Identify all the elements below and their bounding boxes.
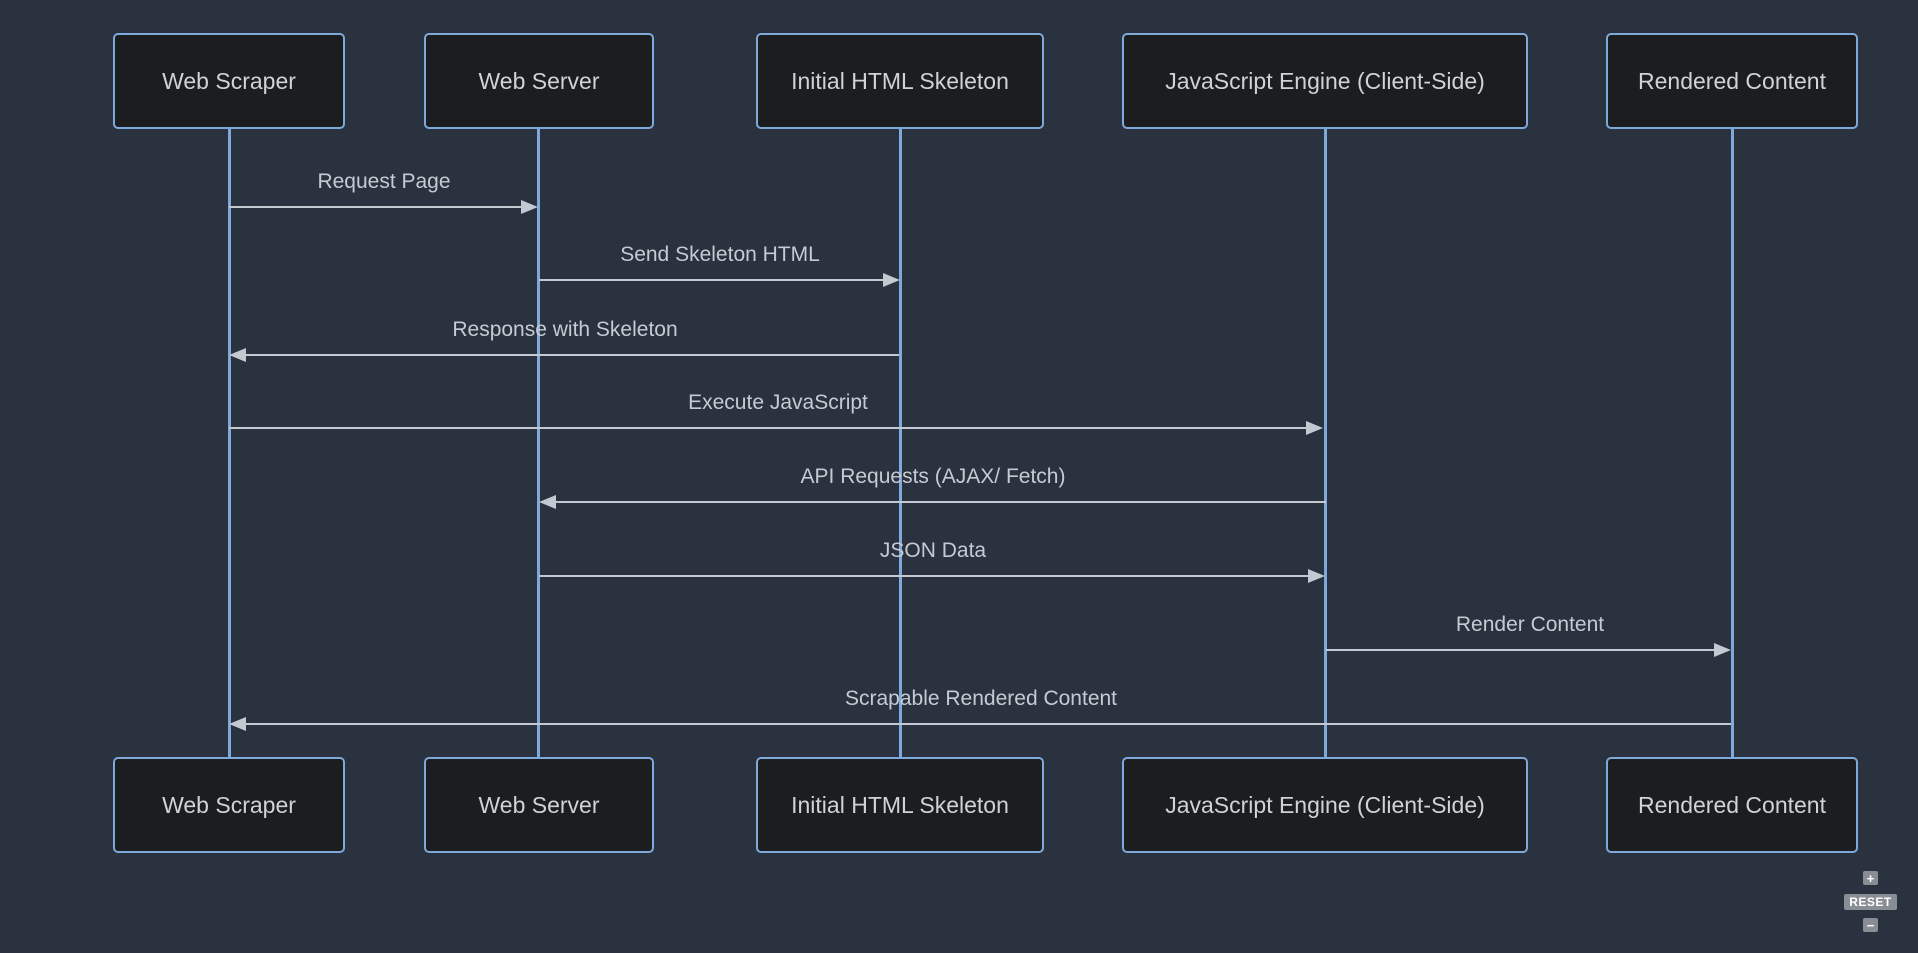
message-line-send-skeleton-html — [539, 279, 885, 281]
message-line-render-content — [1326, 649, 1715, 651]
message-line-response-with-skeleton — [245, 354, 899, 356]
message-label-send-skeleton-html: Send Skeleton HTML — [620, 243, 820, 266]
actor-label-js-engine: JavaScript Engine (Client-Side) — [1165, 67, 1485, 94]
message-line-api-requests — [555, 501, 1326, 503]
actor-label-web-server: Web Server — [478, 67, 600, 94]
lifeline-rendered-content — [1731, 129, 1734, 758]
actor-box-rendered-content-top: Rendered Content — [1606, 33, 1858, 129]
message-label-json-data: JSON Data — [879, 539, 987, 562]
minus-icon: − — [1866, 917, 1875, 933]
message-label-execute-javascript: Execute JavaScript — [688, 391, 868, 414]
message-line-execute-javascript — [229, 427, 1307, 429]
actor-box-web-server-bottom: Web Server — [424, 757, 654, 853]
message-line-request-page — [229, 206, 522, 208]
actor-box-html-skeleton-bottom: Initial HTML Skeleton — [756, 757, 1044, 853]
actor-label-html-skeleton: Initial HTML Skeleton — [791, 791, 1009, 818]
message-label-render-content: Render Content — [1455, 613, 1605, 636]
arrowhead-right-icon — [883, 273, 900, 287]
reset-zoom-button[interactable]: RESET — [1844, 894, 1897, 910]
arrowhead-right-icon — [1714, 643, 1731, 657]
plus-icon: + — [1866, 870, 1875, 886]
actor-box-web-scraper-bottom: Web Scraper — [113, 757, 345, 853]
actor-label-web-scraper: Web Scraper — [162, 67, 296, 94]
message-line-json-data — [539, 575, 1309, 577]
actor-label-js-engine: JavaScript Engine (Client-Side) — [1165, 791, 1485, 818]
actor-label-rendered-content: Rendered Content — [1638, 67, 1826, 94]
arrowhead-right-icon — [1306, 421, 1323, 435]
arrowhead-left-icon — [539, 495, 556, 509]
message-line-scrapable-rendered-content — [245, 723, 1731, 725]
actor-label-rendered-content: Rendered Content — [1638, 791, 1826, 818]
actor-box-rendered-content-bottom: Rendered Content — [1606, 757, 1858, 853]
actor-label-web-server: Web Server — [478, 791, 600, 818]
reset-label: RESET — [1849, 895, 1892, 909]
lifeline-web-server — [537, 129, 540, 758]
lifeline-js-engine — [1324, 129, 1327, 758]
arrowhead-left-icon — [229, 717, 246, 731]
actor-box-js-engine-bottom: JavaScript Engine (Client-Side) — [1122, 757, 1528, 853]
actor-box-web-scraper-top: Web Scraper — [113, 33, 345, 129]
arrowhead-right-icon — [521, 200, 538, 214]
actor-label-web-scraper: Web Scraper — [162, 791, 296, 818]
zoom-in-button[interactable]: + — [1863, 871, 1878, 885]
actor-box-js-engine-top: JavaScript Engine (Client-Side) — [1122, 33, 1528, 129]
message-label-scrapable-rendered-content: Scrapable Rendered Content — [844, 687, 1118, 710]
arrowhead-right-icon — [1308, 569, 1325, 583]
actor-box-html-skeleton-top: Initial HTML Skeleton — [756, 33, 1044, 129]
zoom-out-button[interactable]: − — [1863, 918, 1878, 932]
message-label-request-page: Request Page — [317, 170, 451, 193]
message-label-api-requests: API Requests (AJAX/ Fetch) — [800, 465, 1066, 488]
lifeline-html-skeleton — [899, 129, 902, 758]
actor-box-web-server-top: Web Server — [424, 33, 654, 129]
message-label-response-with-skeleton: Response with Skeleton — [452, 318, 678, 341]
lifeline-web-scraper — [228, 129, 231, 758]
actor-label-html-skeleton: Initial HTML Skeleton — [791, 67, 1009, 94]
arrowhead-left-icon — [229, 348, 246, 362]
